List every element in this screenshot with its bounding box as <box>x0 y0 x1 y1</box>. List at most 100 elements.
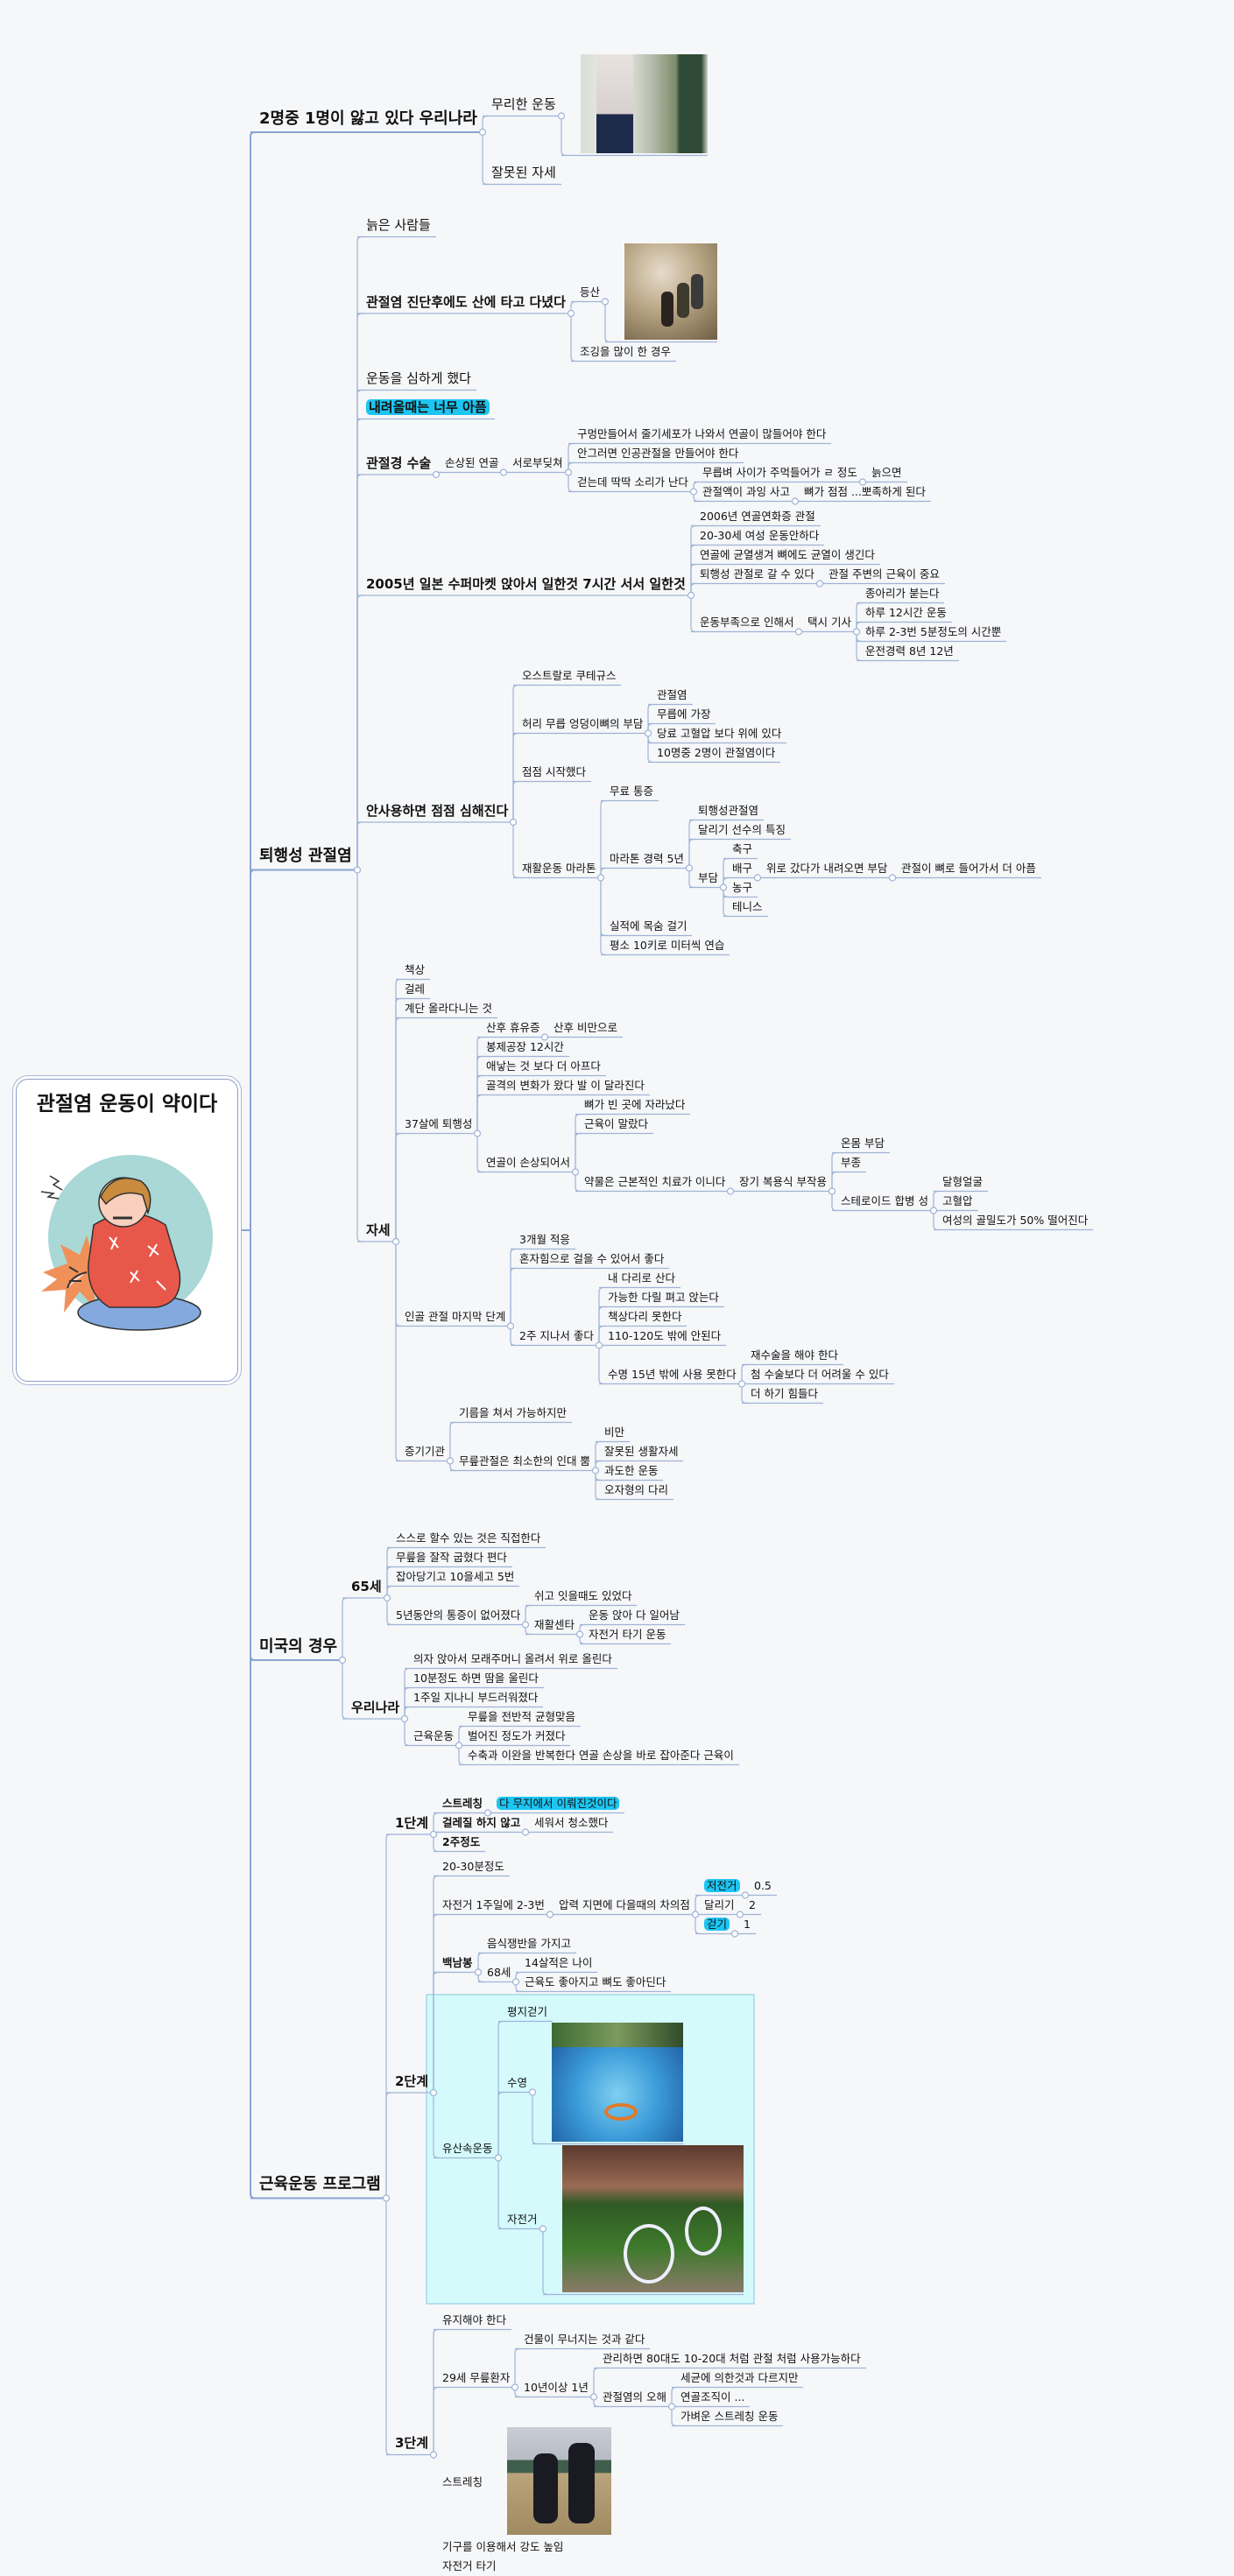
subtopic[interactable]: 14살적은 나이 <box>516 1954 597 1973</box>
subtopic[interactable]: 잘못된 생활자세 <box>596 1443 683 1461</box>
subtopic[interactable]: 부종 <box>832 1154 866 1172</box>
subtopic[interactable]: 계단 올라다니는 것 <box>396 1000 497 1018</box>
subtopic[interactable]: 20-30분정도 <box>434 1858 510 1876</box>
subtopic[interactable]: 약물은 근본적인 치료가 이니다 <box>575 1173 730 1192</box>
subtopic[interactable]: 퇴행성관절염 <box>689 802 764 820</box>
subtopic[interactable]: 과도한 운동 <box>596 1462 663 1481</box>
subtopic[interactable]: 뼈가 빈 곳에 자라났다 <box>575 1096 690 1115</box>
subtopic[interactable]: 2 <box>740 1897 761 1915</box>
subtopic[interactable]: 서로부딪쳐 <box>504 454 568 473</box>
highlighted-topic[interactable]: 내려올때는 너무 아픔 <box>357 397 495 419</box>
subtopic[interactable]: 책상 <box>396 961 430 980</box>
subtopic[interactable]: 달리기 선수의 특징 <box>689 821 791 840</box>
subtopic[interactable]: 관절이 뼈로 들어가서 더 아픔 <box>892 860 1041 878</box>
subtopic[interactable]: 10년이상 1년 <box>515 2379 594 2397</box>
subtopic[interactable]: 자전거 타기 <box>434 2558 501 2576</box>
subtopic[interactable]: 68세 <box>478 1964 516 1982</box>
subtopic[interactable]: 늙은 사람들 <box>357 215 436 237</box>
subtopic[interactable]: 봉제공장 12시간 <box>477 1038 569 1057</box>
subtopic[interactable]: 무료 통증 <box>601 783 659 801</box>
subtopic[interactable]: 수명 15년 밖에 사용 못한다 <box>599 1366 742 1384</box>
subtopic[interactable]: 걷는데 딱딱 소리가 난다 <box>568 474 694 492</box>
subtopic[interactable]: 축구 <box>723 841 758 859</box>
subtopic[interactable]: 무릎을 잘작 굽혔다 편다 <box>387 1549 512 1567</box>
subtopic[interactable]: 유산속운동 <box>434 2140 498 2158</box>
subtopic[interactable]: 20-30세 여성 운동안하다 <box>691 527 824 545</box>
main-topic[interactable]: 퇴행성 관절염 <box>250 844 357 870</box>
subtopic[interactable]: 자전거 1주일에 2-3번 <box>434 1897 550 1915</box>
subtopic[interactable]: 관절염 <box>648 686 693 705</box>
subtopic[interactable]: 무릎관절은 최소한의 인대 뿜 <box>450 1453 596 1471</box>
subtopic[interactable]: 구멍만들어서 줄기세포가 나와서 연골이 많들어야 한다 <box>568 426 831 444</box>
subtopic[interactable]: 뼈가 점점 ...뽀족하게 된다 <box>795 483 931 502</box>
subtopic[interactable]: 29세 무릎환자 <box>434 2369 515 2388</box>
subtopic[interactable]: 종아리가 붇는다 <box>857 585 944 603</box>
subtopic[interactable]: 증기기관 <box>396 1443 450 1461</box>
subtopic[interactable]: 평지걷기 <box>498 2003 553 2022</box>
subtopic[interactable]: 책상다리 못한다 <box>599 1308 687 1327</box>
subtopic[interactable]: 세균에 의한것과 다르지만 <box>672 2369 803 2388</box>
subtopic[interactable]: 잡아당기고 10을세고 5번 <box>387 1568 519 1587</box>
subtopic[interactable]: 2주정도 <box>434 1833 485 1852</box>
subtopic[interactable]: 관절경 수술 <box>357 453 436 475</box>
subtopic[interactable]: 우리나라 <box>342 1697 405 1720</box>
stretching-photo-node[interactable] <box>488 2427 611 2537</box>
subtopic[interactable]: 테니스 <box>723 898 768 917</box>
subtopic[interactable]: 허리 무릅 엉덩이뼈의 부담 <box>513 715 648 734</box>
subtopic[interactable]: 택시 기사 <box>799 614 857 632</box>
exercise-equipment-photo-node[interactable] <box>561 54 708 156</box>
subtopic[interactable]: 관절염의 오해 <box>594 2389 672 2407</box>
subtopic[interactable]: 평소 10키로 미터씩 연습 <box>601 937 730 955</box>
subtopic[interactable]: 온몸 부담 <box>832 1135 890 1153</box>
subtopic[interactable]: 관리하면 80대도 10-20대 처럼 관절 처럼 사용가능하다 <box>594 2350 866 2368</box>
subtopic[interactable]: 스스로 할수 있는 것은 직접한다 <box>387 1530 546 1548</box>
subtopic[interactable]: 무릅에 가장 <box>648 706 716 724</box>
subtopic[interactable]: 쉬고 잇을때도 있었다 <box>525 1587 637 1606</box>
subtopic[interactable]: 벌어진 정도가 커졌다 <box>459 1728 570 1746</box>
subtopic[interactable]: 하루 12시간 운동 <box>857 604 952 623</box>
subtopic[interactable]: 관절액이 과잉 사고 <box>694 483 795 502</box>
subtopic[interactable]: 백남봉 <box>434 1954 478 1973</box>
main-topic[interactable]: 2명중 1명이 앓고 있다 우리나라 <box>250 107 483 133</box>
subtopic[interactable]: 근육운동 <box>405 1728 459 1746</box>
subtopic[interactable]: 1단계 <box>386 1812 434 1835</box>
subtopic[interactable]: 자세 <box>357 1220 396 1242</box>
subtopic[interactable]: 3단계 <box>386 2432 434 2455</box>
subtopic[interactable]: 관절 주변의 근육이 중요 <box>820 566 945 584</box>
subtopic[interactable]: 기구를 이용해서 강도 높임 <box>434 2538 568 2557</box>
subtopic[interactable]: 달리기 <box>695 1897 740 1915</box>
subtopic[interactable]: 무리한 운동 <box>483 94 561 116</box>
subtopic[interactable]: 위로 갔다가 내려오면 부담 <box>758 860 892 878</box>
subtopic[interactable]: 고혈압 <box>934 1193 978 1211</box>
subtopic[interactable]: 2단계 <box>386 2071 434 2094</box>
subtopic[interactable]: 운전경력 8년 12년 <box>857 643 959 661</box>
subtopic[interactable]: 스트레칭 <box>434 1795 488 1813</box>
subtopic[interactable]: 관절염 진단후에도 산에 타고 다녔다 <box>357 292 571 314</box>
subtopic[interactable]: 스트레칭 <box>434 2474 488 2492</box>
subtopic[interactable]: 손상된 연골 <box>436 454 504 473</box>
subtopic[interactable]: 부담 <box>689 869 723 888</box>
hiking-photo-node[interactable] <box>605 243 717 342</box>
subtopic[interactable]: 수영 <box>498 2074 532 2093</box>
subtopic[interactable]: 무릅벼 사이가 주먹들어가 ㄹ 정도 <box>694 464 863 482</box>
subtopic[interactable]: 연골조직이 ... <box>672 2389 750 2407</box>
subtopic[interactable]: 걸레 <box>396 981 430 999</box>
subtopic[interactable]: 안사용하면 점점 심해진다 <box>357 800 513 823</box>
subtopic[interactable]: 조깅을 많이 한 경우 <box>571 343 676 362</box>
subtopic[interactable]: 골격의 변화가 왔다 발 이 달라진다 <box>477 1077 650 1095</box>
subtopic[interactable]: 잘못된 자세 <box>483 162 561 185</box>
subtopic[interactable]: 연골이 손상되어서 <box>477 1154 575 1172</box>
subtopic[interactable]: 자전거 타기 운동 <box>580 1626 671 1644</box>
subtopic[interactable]: 수축과 이완을 반복한다 연골 손상을 바로 잡아준다 근육이 <box>459 1747 739 1765</box>
subtopic[interactable]: 의자 앉아서 모래주머니 올려서 위로 올린다 <box>405 1650 617 1669</box>
subtopic[interactable]: 비만 <box>596 1424 630 1442</box>
subtopic[interactable]: 첨 수술보다 더 어려울 수 있다 <box>742 1366 894 1384</box>
subtopic[interactable]: 마라톤 경력 5년 <box>601 850 689 869</box>
subtopic[interactable]: 퇴행성 관절로 갈 수 있다 <box>691 566 820 584</box>
subtopic[interactable]: 달형얼굴 <box>934 1173 988 1192</box>
subtopic[interactable]: 애낳는 것 보다 더 아프다 <box>477 1058 606 1076</box>
subtopic[interactable]: 유지해야 한다 <box>434 2312 511 2330</box>
subtopic[interactable]: 건물이 무너지는 것과 같다 <box>515 2331 650 2349</box>
central-topic[interactable]: 관절염 운동이 약이다 <box>16 1079 238 1382</box>
pool-photo-node[interactable] <box>532 2023 683 2144</box>
